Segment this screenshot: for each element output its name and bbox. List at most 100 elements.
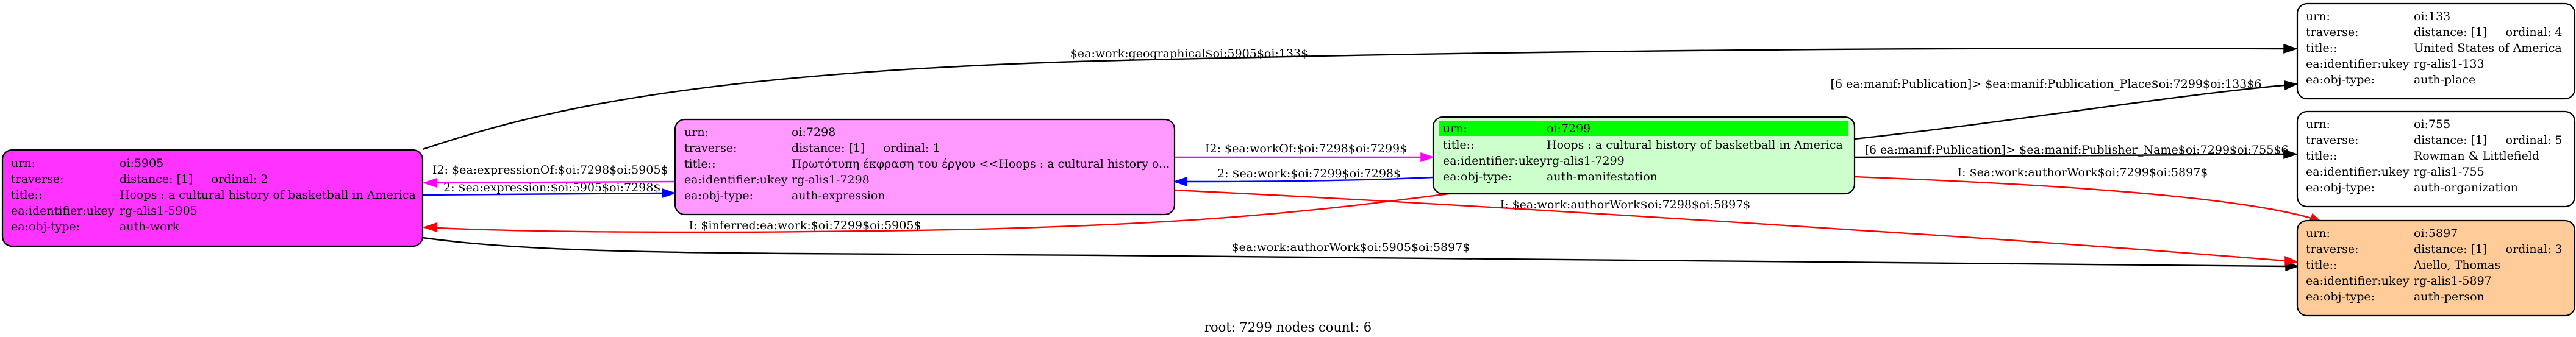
node-expression-traverse-key: traverse: [684, 141, 737, 155]
node-person-traverse-key: traverse: [2306, 243, 2359, 256]
edge-manif-work [1186, 176, 1434, 183]
node-work-objtype-key: ea:obj-type: [11, 220, 80, 233]
node-expression-urn-value: oi:7298 [792, 126, 835, 139]
node-organization-objtype-value: auth-organization [2414, 181, 2518, 194]
node-manifestation-header-highlight [1439, 121, 1848, 136]
node-manifestation-title-value: Hoops : a cultural history of basketball… [1547, 138, 1843, 152]
node-person-urn-value: oi:5897 [2414, 227, 2458, 240]
node-work-title-value: Hoops : a cultural history of basketball… [120, 188, 416, 202]
node-work-title-key: title:: [11, 188, 42, 202]
node-expression-title-value: Πρωτότυπη έκφραση του έργου <<Hoops : a … [792, 157, 1170, 171]
edge-work-geographical [422, 48, 2284, 151]
node-expression-ukey-value: rg-alis1-7298 [792, 173, 870, 186]
edge-label-work-of: I2: $ea:workOf:$oi:7298$oi:7299$ [1205, 142, 1407, 155]
graph-caption: root: 7299 nodes count: 6 [1204, 320, 1372, 335]
node-organization-objtype-key: ea:obj-type: [2306, 181, 2375, 194]
node-place-urn-value: oi:133 [2414, 10, 2450, 23]
edge-work-author [422, 236, 2286, 268]
node-manifestation[interactable]: urn: oi:7299 title:: Hoops : a cultural … [1432, 116, 1856, 195]
node-manifestation-urn-value: oi:7299 [1547, 122, 1590, 135]
edge-label-inferred-work: I: $inferred:ea:work:$oi:7299$oi:5905$ [689, 219, 921, 232]
edge-label-manif-author: I: $ea:work:authorWork$oi:7299$oi:5897$ [1958, 166, 2208, 179]
node-organization-ukey-key: ea:identifier:ukey [2306, 165, 2410, 179]
node-organization-ukey-value: rg-alis1-755 [2414, 165, 2485, 179]
node-manifestation-ukey-value: rg-alis1-7299 [1547, 154, 1625, 168]
node-place-ukey-key: ea:identifier:ukey [2306, 57, 2410, 71]
node-person-traverse-value: distance: [1] ordinal: 3 [2414, 243, 2563, 256]
node-organization[interactable]: urn: oi:755 traverse: distance: [1] ordi… [2296, 110, 2576, 208]
arrowhead-expression-author [2284, 255, 2300, 266]
node-place-traverse-key: traverse: [2306, 26, 2359, 39]
edge-label-pub-name: [6 ea:manif:Publication]> $ea:manif:Publ… [1865, 143, 2289, 157]
node-person-ukey-value: rg-alis1-5897 [2414, 274, 2492, 288]
node-manifestation-objtype-key: ea:obj-type: [1443, 170, 1512, 183]
edge-label-expression-of: I2: $ea:expressionOf:$oi:7298$oi:5905$ [432, 163, 668, 177]
node-expression-objtype-value: auth-expression [792, 189, 886, 202]
node-place-ukey-value: rg-alis1-133 [2414, 57, 2485, 71]
node-person-objtype-key: ea:obj-type: [2306, 290, 2375, 303]
node-place-title-key: title:: [2306, 41, 2337, 55]
node-expression-traverse-value: distance: [1] ordinal: 1 [792, 141, 940, 155]
arrowhead-pub-name [2283, 149, 2299, 160]
node-manifestation-box [1432, 116, 1856, 195]
node-organization-traverse-value: distance: [1] ordinal: 5 [2414, 133, 2563, 147]
node-place-traverse-value: distance: [1] ordinal: 4 [2414, 26, 2563, 39]
edge-label-expression-author: I: $ea:work:authorWork$oi:7298$oi:5897$ [1500, 198, 1751, 211]
node-manifestation-objtype-value: auth-manifestation [1547, 170, 1658, 183]
node-manifestation-title-key: title:: [1443, 138, 1474, 152]
node-expression-objtype-key: ea:obj-type: [684, 189, 753, 202]
node-organization-title-key: title:: [2306, 149, 2337, 163]
node-person-title-value: Aiello, Thomas [2413, 258, 2500, 272]
node-work-ukey-value: rg-alis1-5905 [120, 204, 198, 218]
node-organization-urn-value: oi:755 [2414, 118, 2450, 131]
node-work-traverse-key: traverse: [11, 172, 64, 186]
node-organization-urn-key: urn: [2306, 118, 2330, 131]
node-organization-box [2296, 110, 2576, 208]
node-work-urn-key: urn: [11, 157, 35, 170]
node-place-objtype-value: auth-place [2414, 73, 2475, 87]
node-manifestation-urn-key: urn: [1443, 122, 1467, 135]
edge-label-work-geographical: $ea:work:geographical$oi:5905$oi:133$ [1070, 47, 1308, 60]
node-work-traverse-value: distance: [1] ordinal: 2 [120, 172, 268, 186]
node-person-box [2296, 219, 2576, 317]
arrowhead-manif-work [1173, 176, 1187, 187]
edge-pub-place [1854, 84, 2284, 140]
node-expression-urn-key: urn: [684, 126, 709, 139]
arrowhead-pub-place [2284, 80, 2299, 91]
edge-pub-name [1854, 153, 2284, 158]
edge-inferred-work [436, 191, 1464, 233]
edge-expression-of [436, 180, 676, 184]
node-place-title-value: United States of America [2414, 41, 2562, 55]
arrowhead-work-of [1420, 152, 1435, 163]
edge-label-work-author: $ea:work:authorWork$oi:5905$oi:5897$ [1232, 241, 1470, 254]
node-manifestation-ukey-key: ea:identifier:ukey [1443, 154, 1547, 168]
node-work-objtype-value: auth-work [120, 220, 180, 233]
node-person-objtype-value: auth-person [2414, 290, 2485, 303]
node-organization-title-value: Rowman & Littlefield [2414, 149, 2539, 163]
edge-label-work-expression: 2: $ea:expression:$oi:5905$oi:7298$ [443, 181, 661, 194]
node-work[interactable]: urn: oi:5905 traverse: distance: [1] ord… [1, 149, 424, 247]
node-person-ukey-key: ea:identifier:ukey [2306, 274, 2410, 288]
edges: $ea:work:geographical$oi:5905$oi:133$ I2… [422, 43, 2324, 272]
node-person-urn-key: urn: [2306, 227, 2330, 240]
node-place-urn-key: urn: [2306, 10, 2330, 23]
node-person-title-key: title:: [2306, 258, 2337, 272]
edge-manif-author [1854, 176, 2312, 219]
node-expression[interactable]: urn: oi:7298 traverse: distance: [1] ord… [674, 118, 1176, 216]
arrowhead-inferred-work [422, 222, 437, 233]
arrowhead-work-geographical [2283, 43, 2299, 54]
node-work-urn-value: oi:5905 [120, 157, 163, 170]
node-organization-traverse-key: traverse: [2306, 133, 2359, 147]
edge-label-pub-place: [6 ea:manif:Publication]> $ea:manif:Publ… [1831, 77, 2262, 91]
edge-work-expression [422, 192, 663, 196]
node-place-box [2296, 2, 2576, 100]
node-expression-title-key: title:: [684, 157, 715, 171]
node-expression-ukey-key: ea:identifier:ukey [684, 173, 788, 186]
node-person[interactable]: urn: oi:5897 traverse: distance: [1] ord… [2296, 219, 2576, 317]
arrowhead-expression-of [422, 177, 437, 188]
node-place-objtype-key: ea:obj-type: [2306, 73, 2375, 87]
node-expression-box [674, 118, 1176, 216]
node-place[interactable]: urn: oi:133 traverse: distance: [1] ordi… [2296, 2, 2576, 100]
node-work-box [1, 149, 424, 247]
